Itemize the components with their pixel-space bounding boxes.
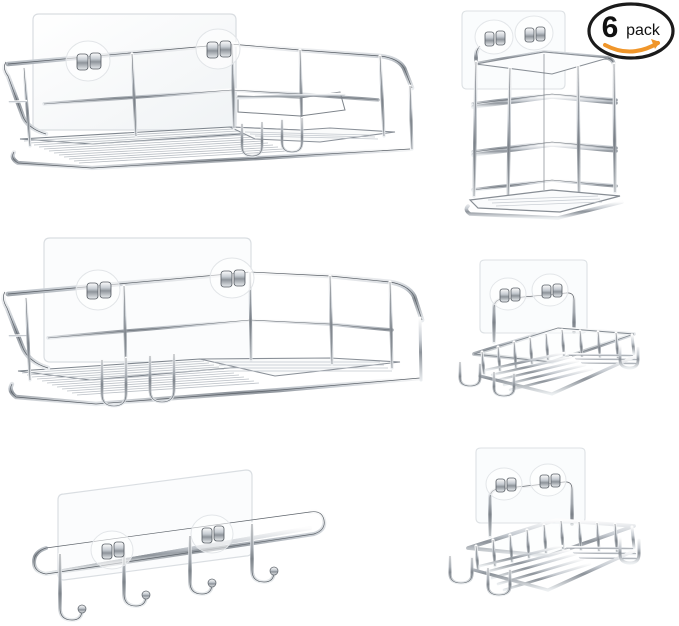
shelf-floor-right [199,357,401,377]
6-pack-badge: 6 pack [585,1,677,63]
hook-ball-tips [77,566,279,614]
mount-stud-left [474,19,514,55]
product-utensil-caddy [448,4,628,229]
caddy-base [464,189,624,220]
mount-stud-right [190,514,234,554]
mount-stud-left [489,277,527,311]
soap-dish-bottom-rim [472,548,638,592]
mount-stud-right [529,463,567,497]
product-soap-dish-lower [432,440,648,616]
soap-dish-bottom-rim [478,354,638,396]
amazon-swoosh-icon [603,41,660,54]
product-shelf-basket-large-top [0,6,450,196]
badge-count: 6 [602,11,619,44]
mount-stud-right [209,257,255,299]
shelf-floor-slats [19,126,301,164]
mount-stud-left [75,269,121,311]
badge-label: pack [626,22,661,39]
caddy-top-deck [475,51,609,75]
product-soap-dish-upper [440,254,650,416]
product-shelf-basket-large-middle [0,228,450,433]
mount-stud-left [485,467,523,501]
mount-stud-right [531,273,569,307]
adhesive-plate [43,237,252,363]
basket-front-bar [236,91,346,117]
mount-stud-right [195,28,241,70]
shelf-floor-right [229,126,396,143]
amazon-swoosh-arrowhead-icon [651,39,660,49]
mount-stud-left [90,530,134,570]
mount-stud-right [514,15,554,51]
product-hook-rail [20,462,380,626]
mount-stud-left [65,40,111,82]
